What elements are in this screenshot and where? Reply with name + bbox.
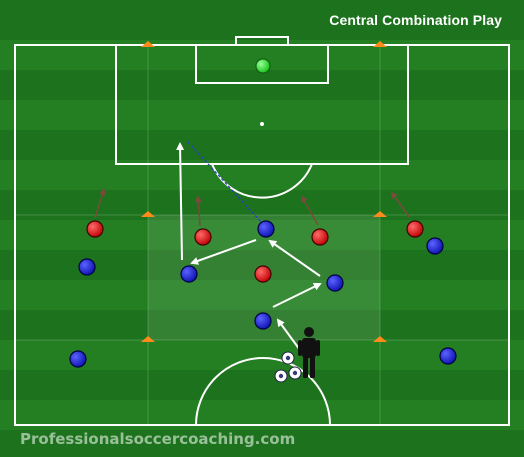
arrow-icon [194, 195, 202, 227]
arrow-icon [268, 239, 321, 277]
balls [274, 351, 302, 383]
cone-icon [141, 211, 155, 217]
arrow-icon [276, 318, 301, 351]
watermark-text: Professionalsoccercoaching.com [20, 430, 296, 448]
attacker [78, 258, 96, 276]
arrow-icon [94, 188, 106, 219]
arrow-icon [272, 283, 322, 308]
defenders [86, 220, 424, 283]
defender [311, 228, 329, 246]
center-circle [195, 357, 331, 426]
diagram-title: Central Combination Play [329, 12, 502, 28]
goal [235, 36, 289, 46]
attacker [180, 265, 198, 283]
cones [141, 41, 387, 342]
arrow-icon [390, 191, 411, 219]
attacker [69, 350, 87, 368]
defender [406, 220, 424, 238]
penalty-arc [211, 163, 313, 199]
arrow-icon [190, 239, 257, 265]
cone-icon [373, 336, 387, 342]
zone-grid-lines [15, 45, 509, 425]
defender [254, 265, 272, 283]
soccer-ball-icon [274, 369, 288, 383]
cone-icon [373, 211, 387, 217]
cone-icon [141, 41, 155, 47]
goalkeeper [255, 58, 271, 74]
arrow-icon [176, 142, 185, 261]
pitch-markings [14, 36, 510, 426]
cone-icon [141, 336, 155, 342]
ball-path-line [187, 141, 265, 226]
attacker [439, 347, 457, 365]
soccer-ball-icon [288, 366, 302, 380]
attacker [254, 312, 272, 330]
arrow-icon [301, 195, 319, 226]
attacker [257, 220, 275, 238]
attackers [69, 220, 457, 368]
defender [86, 220, 104, 238]
penalty-spot [260, 122, 264, 126]
cone-icon [373, 41, 387, 47]
attacker [326, 274, 344, 292]
defender [194, 228, 212, 246]
soccer-ball-icon [281, 351, 295, 365]
coach-figure-icon [298, 327, 320, 378]
attacker [426, 237, 444, 255]
defender-movement-arrows [94, 188, 411, 227]
pass-arrows [176, 142, 322, 351]
